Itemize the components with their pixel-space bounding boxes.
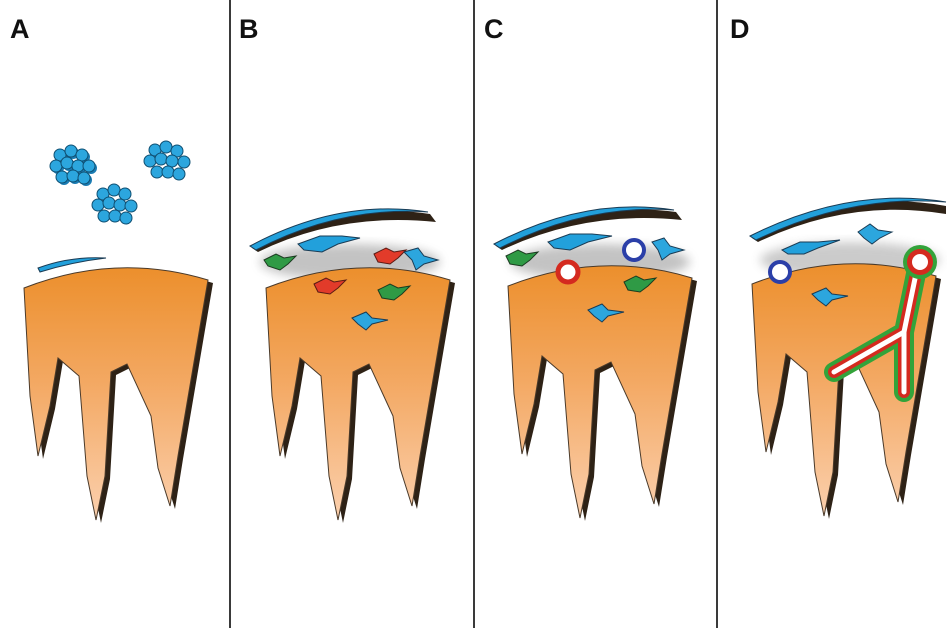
cell-cluster-icon xyxy=(92,184,137,224)
cell-cluster-icon xyxy=(50,145,97,186)
panel-a xyxy=(24,141,213,523)
panel-c xyxy=(494,207,697,521)
tooth-root xyxy=(24,268,213,523)
panel-b xyxy=(250,209,455,523)
ring-icon xyxy=(558,262,578,282)
ring-icon xyxy=(624,240,644,260)
star-cell-icon xyxy=(858,224,892,244)
tooth-root xyxy=(266,268,455,523)
ring-icon xyxy=(770,262,790,282)
cell-cluster-icon xyxy=(144,141,190,180)
panel-d xyxy=(750,198,946,519)
